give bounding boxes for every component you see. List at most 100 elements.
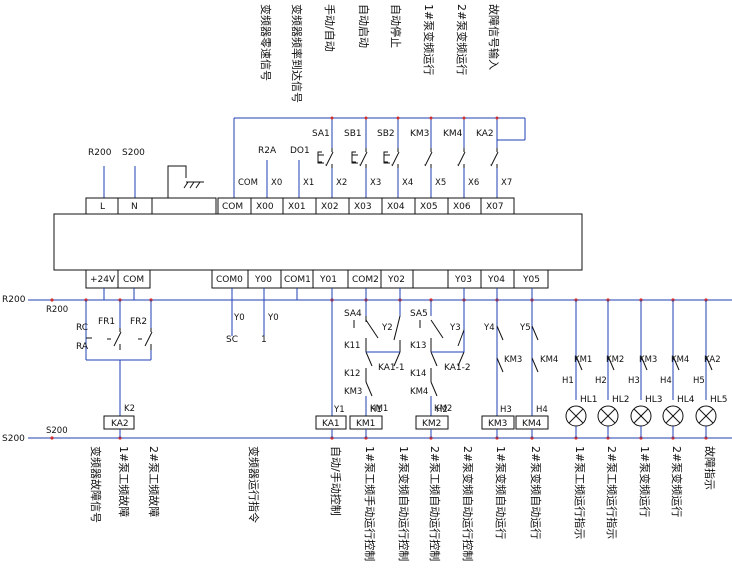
bottom-label-pump2-vf-run: 2#泵变频自动运行 [529, 446, 543, 539]
bottom-labels: 变频器故障信号 1#泵工频故障 2#泵工频故障 变频器运行指令 自动/手动控制 … [89, 446, 717, 561]
control-circuits: SA4 Y2 K11 K12 KM3 KA1-1 KM1 SA5 Y3 K13 … [315, 300, 558, 438]
terminal-com0: COM0 [216, 275, 243, 285]
switch-k13: K13 [410, 341, 426, 351]
switch-k12: K12 [344, 369, 360, 379]
s200-top-label: S200 [122, 148, 145, 158]
plc-unit: L N COM X00 X01 X02 X03 X04 X05 X06 X07 … [53, 197, 583, 289]
output-wire-sc: SC [226, 335, 238, 345]
top-label-pump1-vf: 1#泵变频运行 [422, 4, 436, 75]
switch-y5: Y5 [519, 323, 531, 333]
coil-km3: KM3 [488, 419, 507, 429]
terminal-y05: Y05 [522, 275, 540, 285]
r-rail-label: R200 [2, 295, 26, 305]
lamp-h5: H5 [693, 376, 705, 386]
bottom-label-pump2-vf-auto: 2#泵变频自动运行控制 [461, 446, 475, 561]
terminal-24v: +24V [90, 275, 116, 285]
contact-km4-top: KM4 [443, 129, 463, 139]
lamp-hl4: HL4 [677, 395, 695, 405]
wire-label-x4: X4 [402, 178, 413, 188]
lamp-contact-km4: KM4 [671, 355, 689, 365]
relay-fr2: FR2 [130, 317, 147, 327]
lamp-contact-km1: KM1 [574, 355, 592, 365]
top-label-freq-reached: 变频器频率到达信号 [290, 4, 304, 103]
relay-fr1: FR1 [98, 317, 115, 327]
coil-term-h4: H4 [536, 405, 548, 415]
wire-label-x6: X6 [468, 178, 479, 188]
bottom-label-pump1-manual: 1#泵工频手动运行控制 [363, 446, 377, 561]
lamp-h1: H1 [562, 376, 574, 386]
terminal-com-top: COM [222, 202, 243, 212]
top-labels: 变频器零速信号 变频器频率到达信号 手动/自动 自动启动 自动停止 1#泵变频运… [259, 4, 501, 103]
switch-ka1-2: KA1-2 [444, 363, 471, 373]
lamp-hl1: HL1 [580, 395, 598, 405]
switch-km2: KM2 [434, 404, 452, 414]
input-name-r2a: R2A [258, 146, 277, 156]
terminal-x00: X00 [256, 202, 274, 212]
output-wire-1: 1 [261, 335, 267, 345]
bottom-label-pump1-vf: 1#泵变频运行 [638, 446, 652, 517]
coil-km1: KM1 [356, 419, 375, 429]
switch-k14: K14 [410, 369, 426, 379]
wire-label-com: COM [238, 178, 258, 188]
bottom-label-pump1-vf-run: 1#泵变频自动运行 [494, 446, 508, 539]
s-rail-small-label: S200 [46, 426, 68, 436]
bottom-label-vfd-fault: 变频器故障信号 [89, 446, 103, 523]
terminal-y02: Y02 [387, 275, 405, 285]
lamp-contact-ka2: KA2 [704, 355, 721, 365]
bottom-label-pump2-indicator: 2#泵工频运行指示 [605, 446, 619, 539]
coil-term-y1: Y1 [333, 405, 345, 415]
coil-term-h1: H1 [370, 405, 382, 415]
contact-sa1: SA1 [312, 129, 330, 139]
s-rail-label: S200 [2, 434, 25, 444]
bottom-label-pump2-auto: 2#泵工频自动运行控制 [428, 446, 442, 561]
lamp-hl5: HL5 [710, 395, 728, 405]
r-rail-small-label: R200 [46, 305, 68, 315]
terminal-x06: X06 [453, 202, 471, 212]
top-label-auto-start: 自动启动 [357, 4, 370, 48]
output-wiring: Y0 Y0 SC 1 [103, 288, 533, 416]
switch-km1: KM1 [370, 404, 388, 414]
bottom-label-fault-indicator: 故障指示 [703, 446, 717, 490]
wire-label-x3: X3 [370, 178, 381, 188]
bottom-label-pump2-fault: 2#泵工频故障 [147, 446, 161, 517]
output-wire-y0-b: Y0 [267, 313, 279, 323]
wire-label-x0: X0 [271, 178, 282, 188]
relay-rc: RC [76, 323, 88, 333]
terminal-x07: X07 [486, 202, 504, 212]
switch-k11: K11 [344, 341, 360, 351]
coil-term-h3: H3 [500, 405, 512, 415]
bottom-label-pump1-fault: 1#泵工频故障 [117, 446, 131, 517]
terminal-y04: Y04 [487, 275, 505, 285]
terminal-x04: X04 [387, 202, 405, 212]
fault-relay-circuit: FR1 FR2 RC RA K2 KA2 [76, 300, 155, 438]
bottom-label-pump1-vf-auto: 1#泵变频自动运行控制 [397, 446, 411, 561]
contact-sb2: SB2 [377, 129, 395, 139]
switch-y3: Y3 [449, 323, 461, 333]
lamp-h2: H2 [595, 376, 607, 386]
switch-km4-lower: KM4 [410, 387, 428, 397]
switch-km3-lower: KM3 [344, 387, 362, 397]
coil-term-h2: H2 [436, 405, 448, 415]
lamp-symbols [565, 405, 717, 427]
terminal-x05: X05 [420, 202, 438, 212]
top-input-wiring: R200 S200 R2A DO1 [88, 116, 526, 198]
switch-y2: Y2 [381, 323, 393, 333]
terminal-l: L [100, 202, 105, 212]
lamp-hl3: HL3 [645, 395, 663, 405]
top-label-auto-stop: 自动停止 [389, 4, 403, 48]
terminal-x01: X01 [288, 202, 306, 212]
top-label-fault-input: 故障信号输入 [487, 4, 501, 70]
terminal-com2: COM2 [352, 275, 379, 285]
terminal-x02: X02 [321, 202, 339, 212]
relay-k2: K2 [124, 404, 135, 414]
contact-km3-top: KM3 [410, 129, 429, 139]
switch-y4: Y4 [483, 323, 495, 333]
top-label-pump2-vf: 2#泵变频运行 [455, 4, 469, 75]
input-name-do1: DO1 [290, 146, 310, 156]
coil-km2: KM2 [422, 419, 441, 429]
bottom-label-pump1-indicator: 1#泵工频运行指示 [573, 446, 587, 539]
indicator-lamps: KM1 KM2 KM3 KM4 KA2 H1 H2 H3 H4 H5 HL1 H… [562, 300, 728, 438]
wire-label-x1: X1 [303, 178, 314, 188]
r200-top-label: R200 [88, 148, 112, 158]
relay-coil-ka2: KA2 [111, 419, 129, 429]
